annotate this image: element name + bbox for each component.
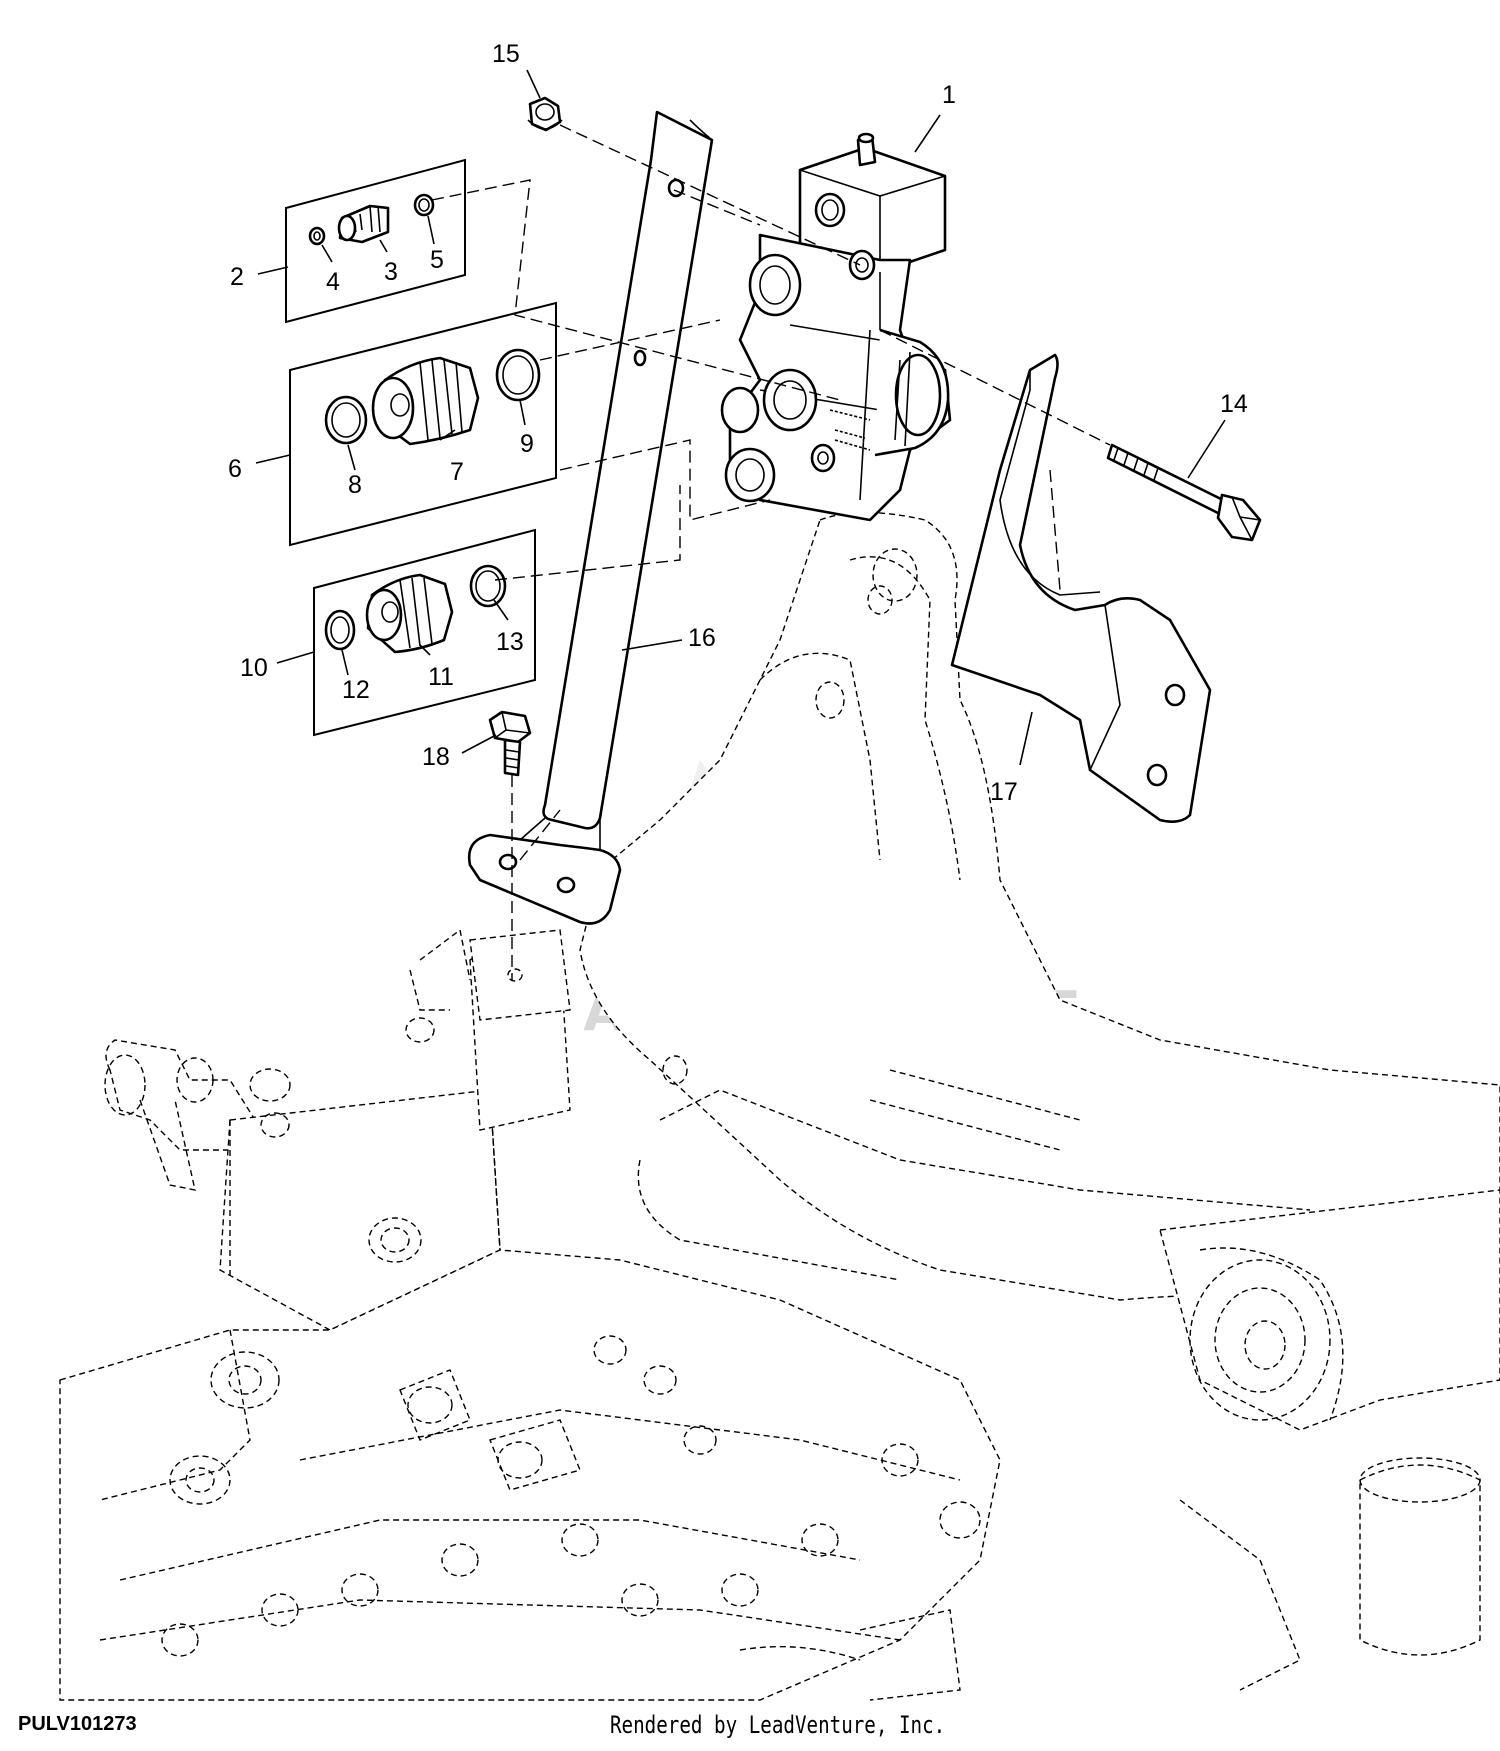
callout-10: 10 <box>240 654 268 682</box>
fitting-box-6 <box>289 301 557 547</box>
callout-13: 13 <box>496 628 524 656</box>
callout-16: 16 <box>688 624 716 652</box>
figure-code: PULV101273 <box>18 1713 137 1735</box>
callout-15: 15 <box>492 40 520 68</box>
callout-5: 5 <box>430 246 444 274</box>
fitting-box-2 <box>285 158 466 324</box>
callout-labels: 1 2 3 4 5 6 7 8 9 10 11 12 13 14 15 16 1… <box>228 40 1248 806</box>
render-credit: Rendered by LeadVenture, Inc. <box>610 1711 946 1739</box>
callout-4: 4 <box>326 268 340 296</box>
callout-14: 14 <box>1220 390 1248 418</box>
callout-8: 8 <box>348 471 362 499</box>
callout-6: 6 <box>228 455 242 483</box>
callout-7: 7 <box>450 458 464 486</box>
callout-17: 17 <box>990 778 1018 806</box>
callout-3: 3 <box>384 258 398 286</box>
tractor-frame-phantom <box>59 511 1500 1701</box>
fitting-box-10 <box>313 528 536 737</box>
bracket-17 <box>950 353 1212 823</box>
assembly-lines <box>431 124 1111 980</box>
bolt-18 <box>488 710 532 777</box>
valve-assembly-1 <box>720 132 952 522</box>
callout-11: 11 <box>428 663 454 691</box>
bolt-14 <box>1106 443 1262 542</box>
callout-2: 2 <box>230 263 244 291</box>
callout-leaders <box>255 69 1226 766</box>
callout-18: 18 <box>422 743 450 771</box>
nut-15 <box>527 96 563 132</box>
callout-12: 12 <box>342 676 370 704</box>
bracket-16 <box>467 110 714 925</box>
callout-9: 9 <box>520 430 534 458</box>
callout-1: 1 <box>942 81 956 109</box>
